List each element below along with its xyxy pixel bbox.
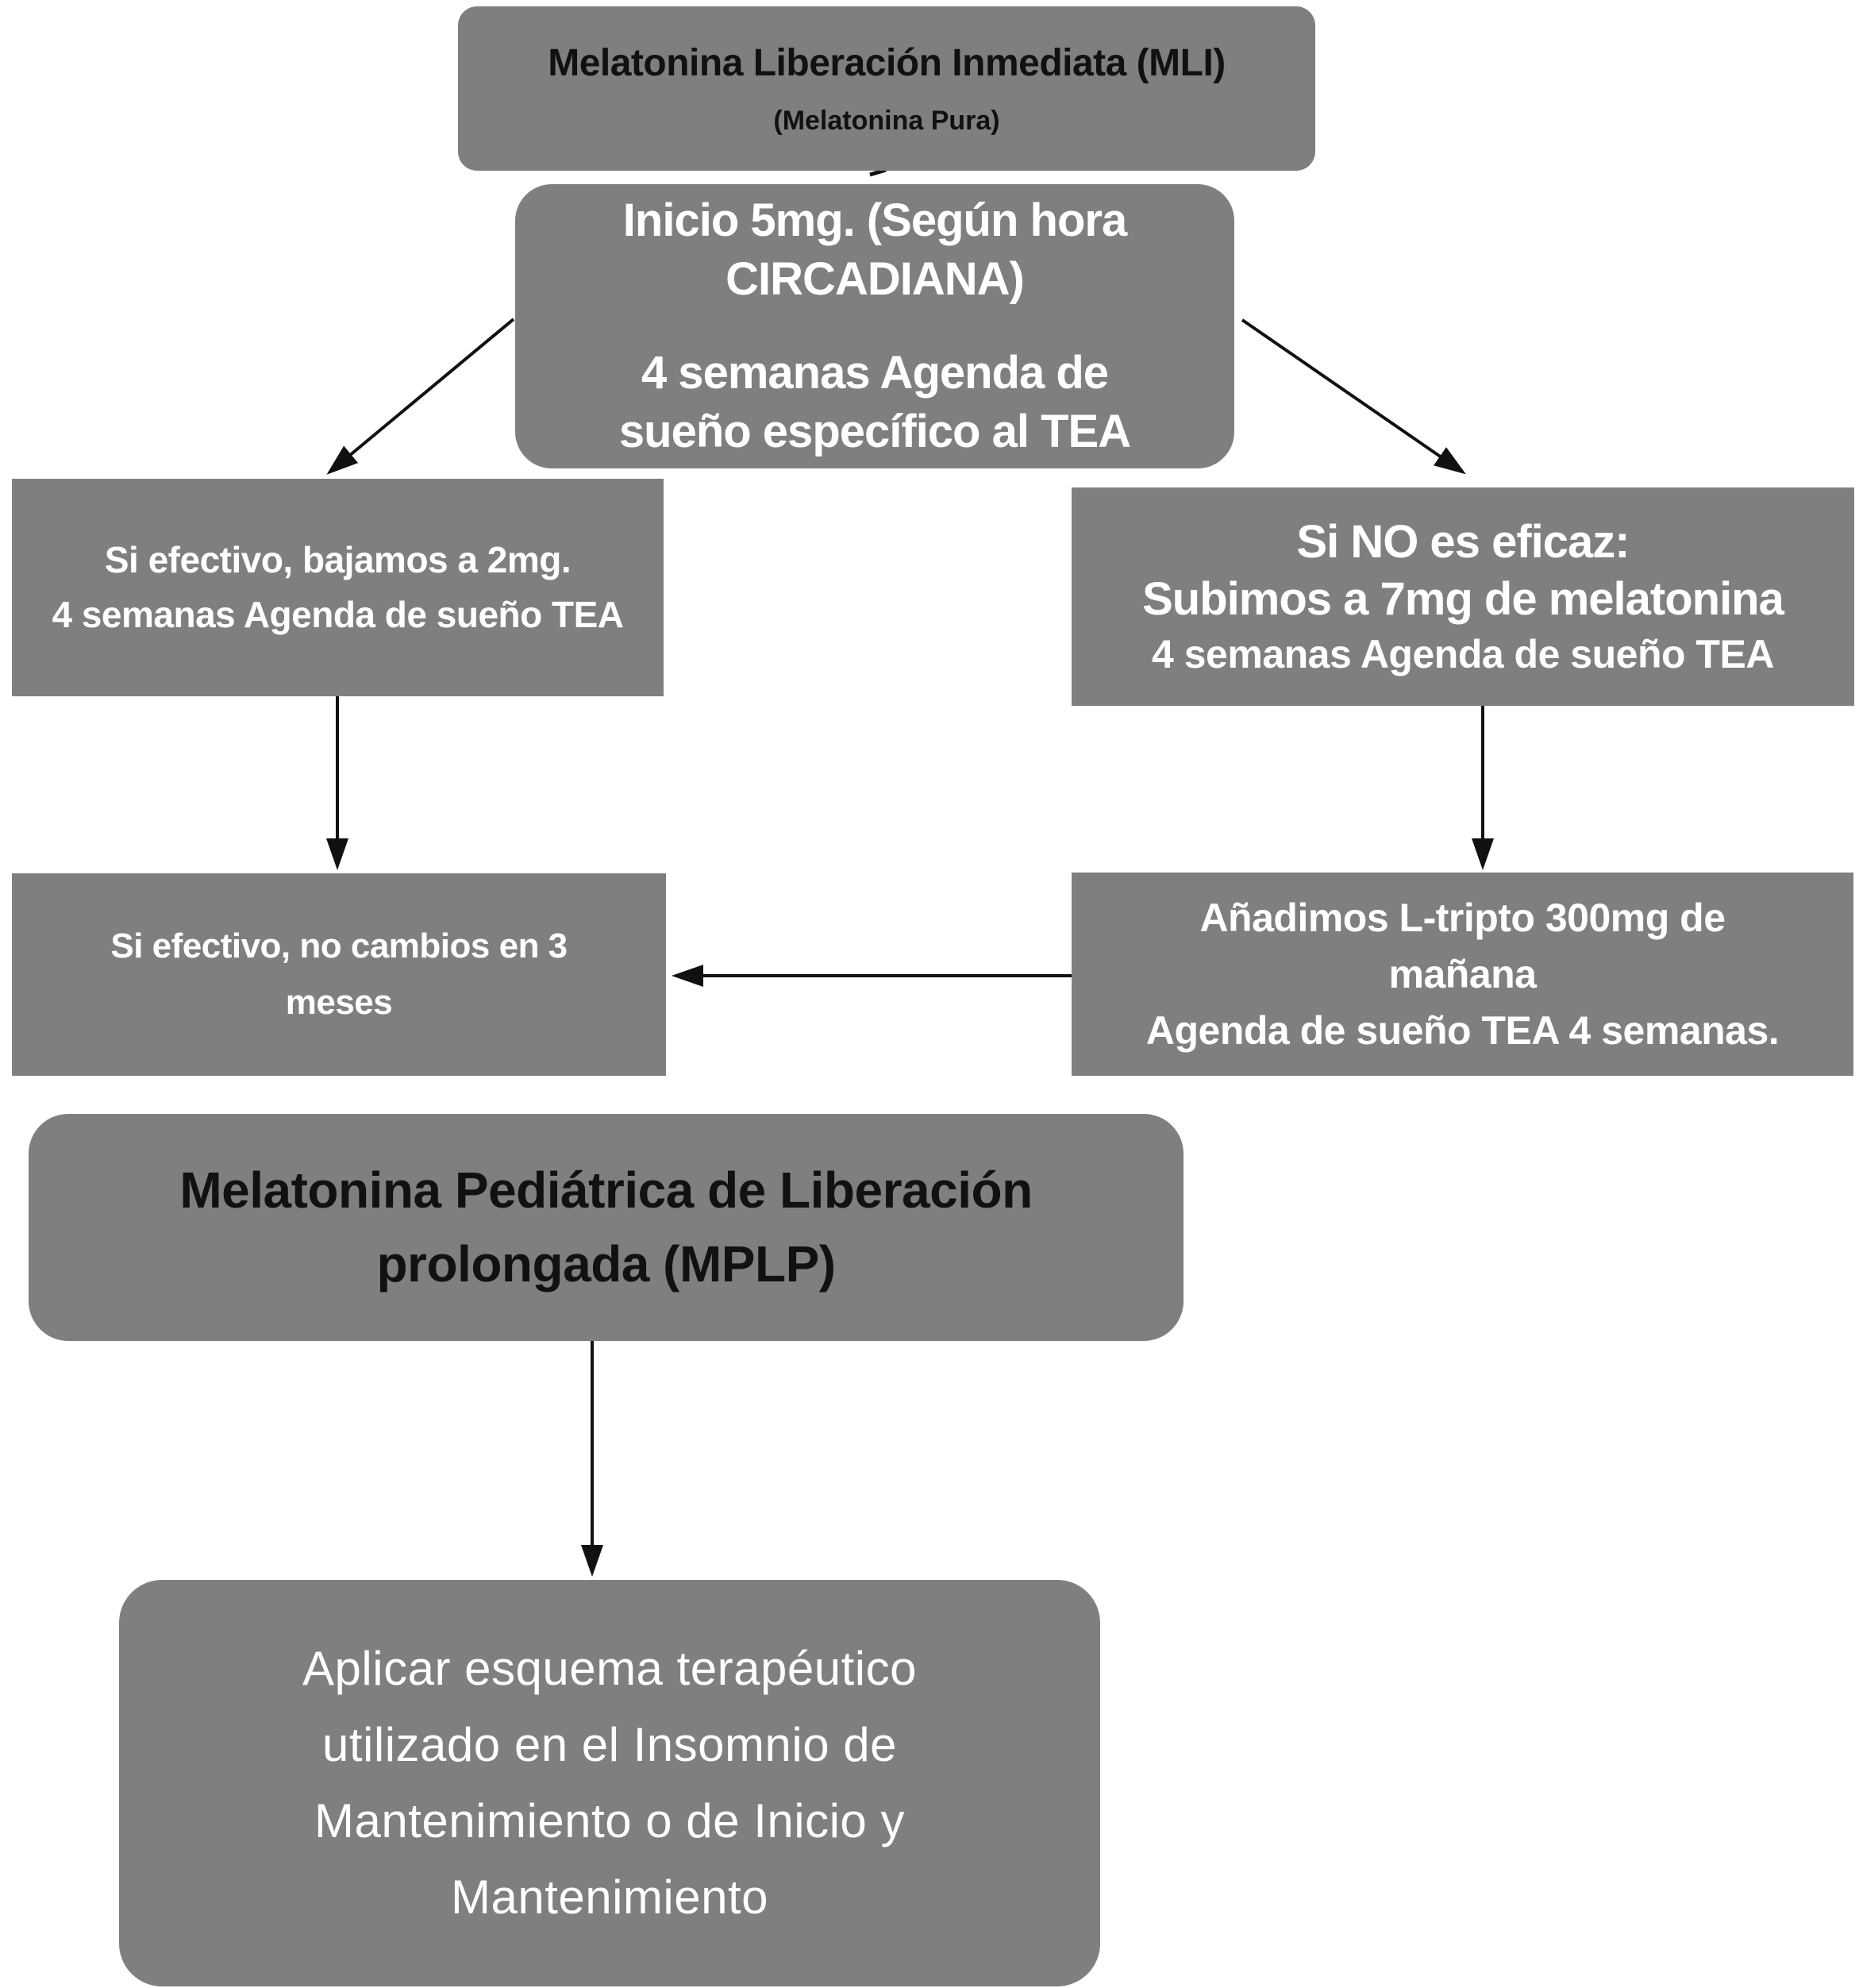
node-anadimos-l-tripto: Añadimos L-tripto 300mg de mañana Agenda… (1072, 873, 1853, 1076)
node-aplicar-esquema-terapeutico: Aplicar esquema terapéutico utilizado en… (119, 1580, 1100, 1986)
node-melatonina-pediatrica-mplp: Melatonina Pediátrica de Liberación prol… (29, 1114, 1184, 1341)
node-melatonina-liberacion-inmediata: Melatonina Liberación Inmediata (MLI) (M… (458, 6, 1315, 171)
node-si-no-es-eficaz: Si NO es eficaz: Subimos a 7mg de melato… (1072, 487, 1854, 706)
node-mplp-text: Melatonina Pediátrica de Liberación prol… (179, 1162, 1033, 1293)
node-aplicar-text: Aplicar esquema terapéutico utilizado en… (302, 1642, 917, 1924)
node-inicio-5mg: Inicio 5mg. (Según hora CIRCADIANA) 4 se… (515, 184, 1234, 468)
node-no-cambios-text: Si efectivo, no cambios en 3 meses (110, 927, 568, 1022)
node-no-eficaz-line1: Si NO es eficaz: (1296, 515, 1630, 568)
arrow-inicio-to-efectivo (326, 318, 515, 475)
node-no-cambios-3-meses: Si efectivo, no cambios en 3 meses (12, 873, 666, 1076)
node-no-eficaz-line3: 4 semanas Agenda de sueño TEA (1152, 631, 1774, 676)
node-mli-title: Melatonina Liberación Inmediata (MLI) (548, 41, 1226, 84)
arrow-inicio-to-no-eficaz (1241, 318, 1466, 475)
node-inicio-agenda-text: 4 semanas Agenda de sueño específico al … (618, 347, 1131, 458)
node-si-efectivo-bajamos-2mg: Si efectivo, bajamos a 2mg. 4 semanas Ag… (12, 479, 664, 696)
node-inicio-dose-text: Inicio 5mg. (Según hora CIRCADIANA) (622, 194, 1127, 305)
node-mli-subtitle: (Melatonina Pura) (773, 105, 1000, 136)
node-efectivo-text: Si efectivo, bajamos a 2mg. 4 semanas Ag… (52, 539, 624, 635)
node-ltripto-text: Añadimos L-tripto 300mg de mañana Agenda… (1145, 895, 1780, 1053)
node-no-eficaz-line2: Subimos a 7mg de melatonina (1142, 573, 1784, 625)
